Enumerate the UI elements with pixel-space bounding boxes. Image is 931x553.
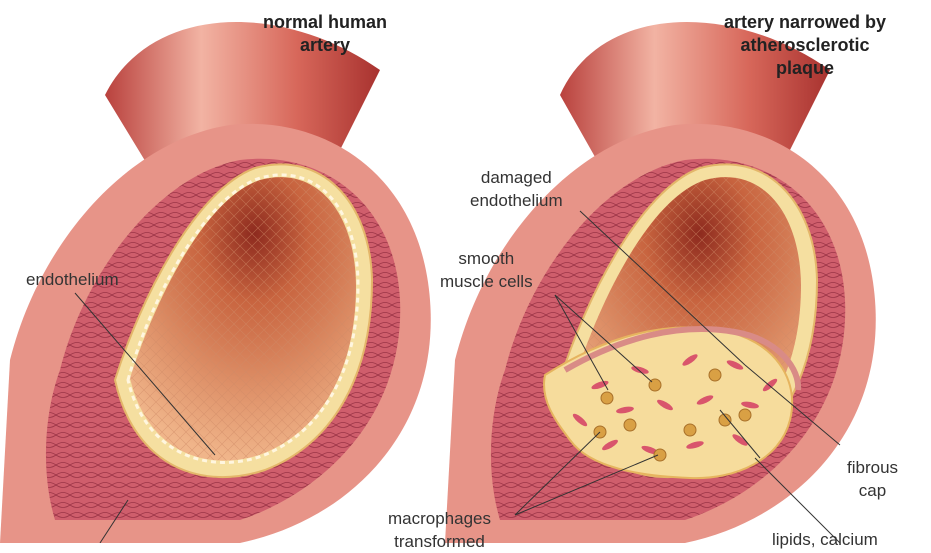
label-fibrous-cap: fibrous cap — [847, 456, 898, 502]
label-damaged-endothelium: damaged endothelium — [470, 166, 563, 212]
left-title: normal human artery — [255, 11, 395, 57]
right-title: artery narrowed by atherosclerotic plaqu… — [700, 11, 910, 80]
label-lipids-calcium: lipids, calcium — [772, 528, 878, 551]
label-macrophages: macrophages transformed — [388, 507, 491, 553]
label-smooth-muscle-cells: smooth muscle cells — [440, 247, 533, 293]
label-endothelium: endothelium — [26, 268, 119, 291]
